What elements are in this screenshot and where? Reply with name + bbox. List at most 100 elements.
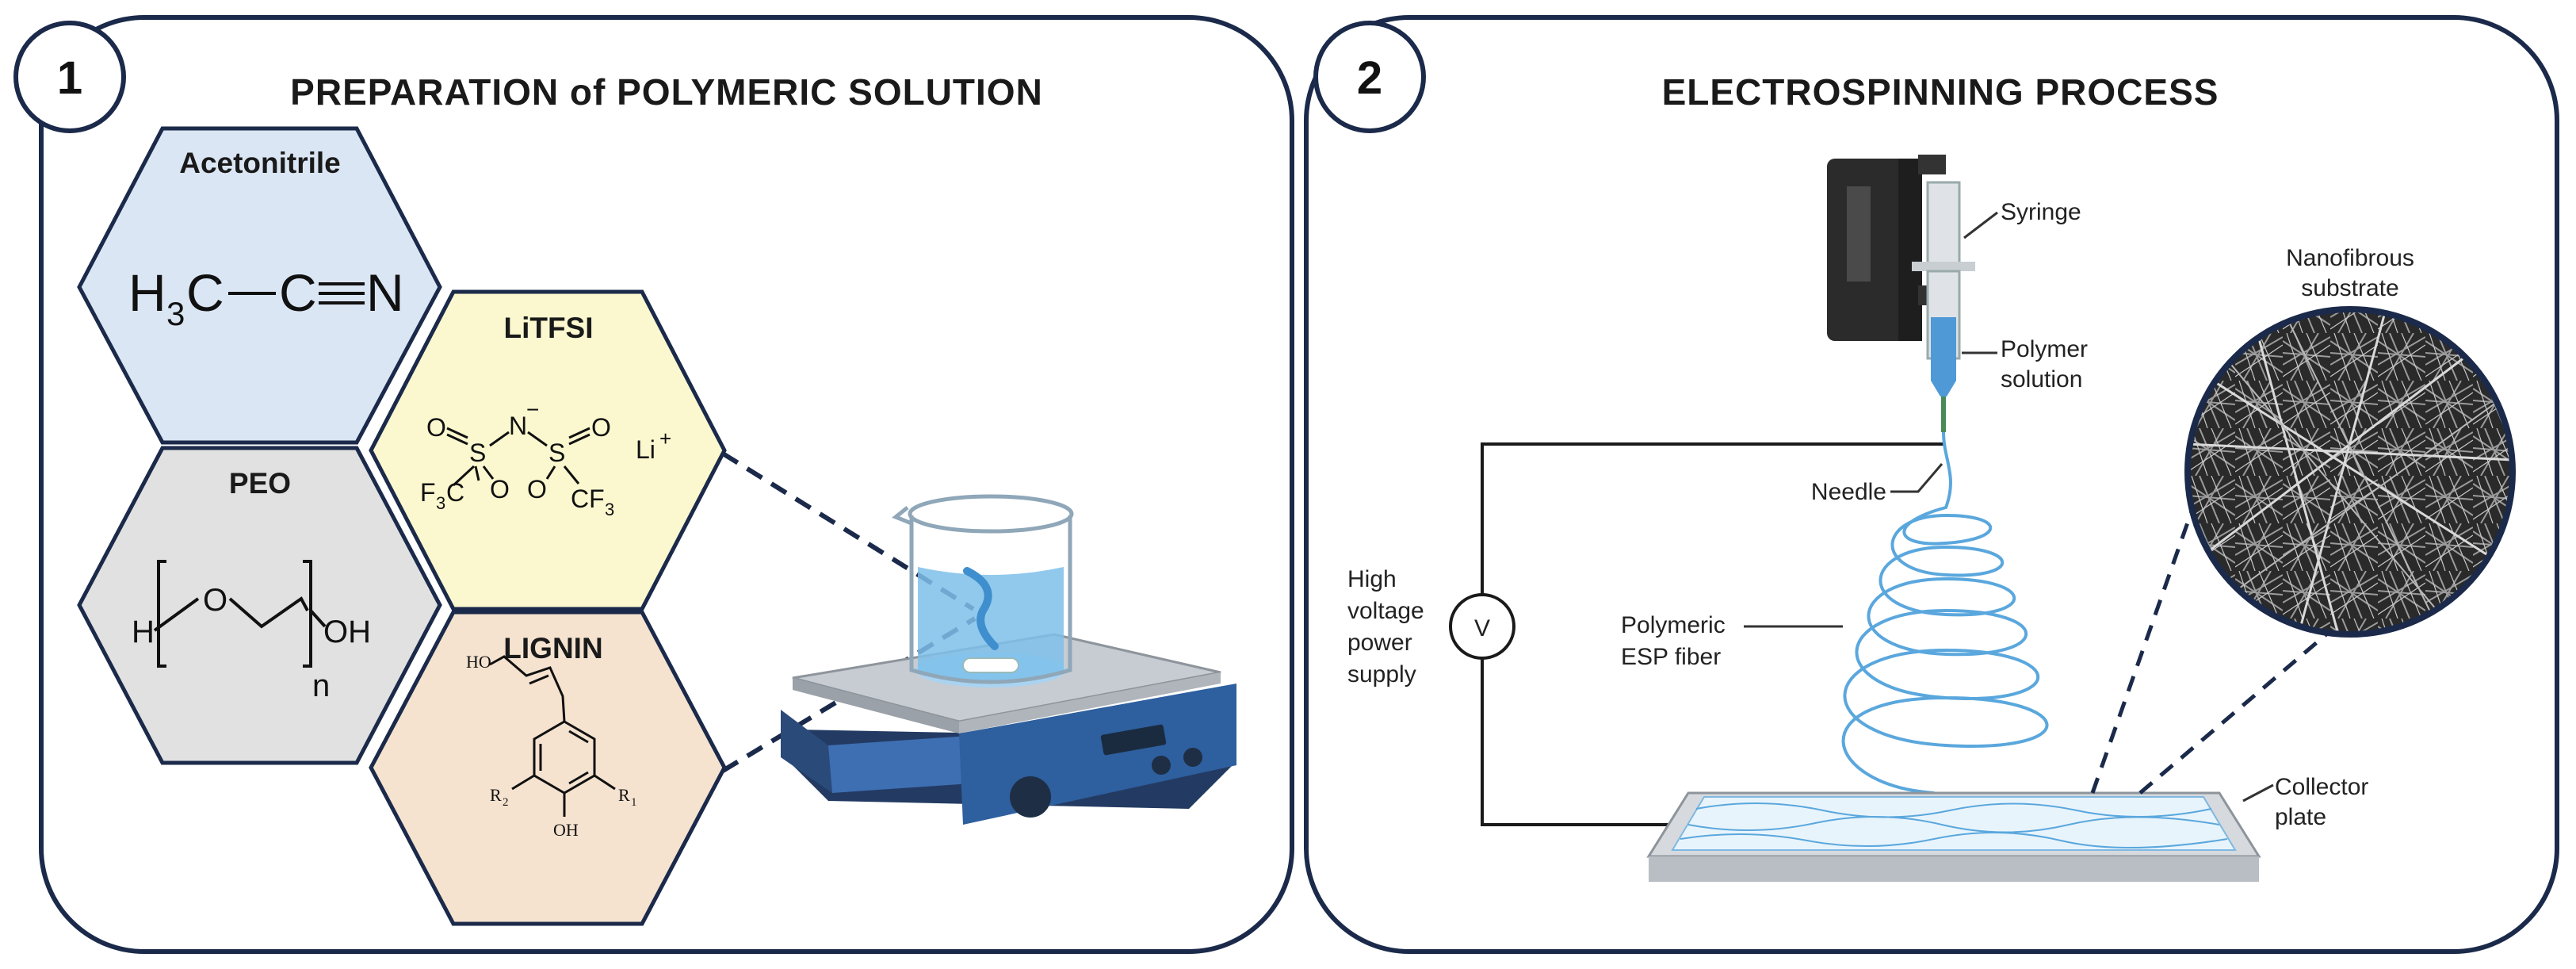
lignin-r1-sub: 1 <box>631 796 637 809</box>
hex-acetonitrile-label: Acetonitrile <box>179 147 341 179</box>
panel-1-number: 1 <box>57 52 82 104</box>
litfsi-bond-o1b <box>446 427 468 439</box>
lignin-r2: R <box>490 785 502 805</box>
voltage-source <box>1449 593 1515 660</box>
hex-litfsi-shape <box>369 289 727 611</box>
panel-1-number-badge <box>13 21 126 133</box>
litfsi-f1: F <box>420 478 436 507</box>
power-supply-label-line-4: supply <box>1347 661 1416 687</box>
power-supply-label-line-3: power <box>1347 630 1412 656</box>
hex-peo-label: PEO <box>229 467 291 500</box>
syringe-illustration <box>1912 181 1975 432</box>
litfsi-o3: O <box>490 475 510 504</box>
litfsi-o4: O <box>527 475 547 504</box>
peo-left-bracket <box>157 560 166 668</box>
panel-preparation: 1 PREPARATION of POLYMERIC SOLUTION Acet… <box>13 15 1294 954</box>
hex-acetonitrile: Acetonitrile H 3 C C N <box>77 126 442 445</box>
litfsi-bond-o2 <box>568 433 590 446</box>
litfsi-bond-o1 <box>446 433 468 446</box>
acetonitrile-formula-c: C <box>186 263 224 322</box>
litfsi-bond-ns <box>527 431 548 447</box>
lignin-r2-bond <box>511 774 535 791</box>
litfsi-s2: S <box>548 439 565 467</box>
sem-fibers <box>2188 309 2513 634</box>
peo-n: n <box>312 668 330 703</box>
collector-label-line-1: Collector <box>2275 774 2368 800</box>
stirrer-plate-edge-right <box>959 672 1221 733</box>
litfsi-bond-o2b <box>568 427 590 439</box>
peo-oh: OH <box>323 615 371 649</box>
sem-texture <box>2188 309 2513 634</box>
hex-peo-shape <box>77 446 442 765</box>
panel-1-title: PREPARATION of POLYMERIC SOLUTION <box>290 71 1043 113</box>
litfsi-f1-sub: 3 <box>436 493 445 513</box>
acetonitrile-formula-h: H <box>128 263 166 322</box>
peo-o: O <box>203 583 227 618</box>
collector-plate-front <box>1649 856 2259 882</box>
beaker-vortex <box>963 567 999 650</box>
acetonitrile-triple-bond <box>319 282 365 304</box>
acetonitrile-formula-c2: C <box>279 263 317 322</box>
sem-frame <box>2184 306 2516 638</box>
litfsi-bond-cf1 <box>452 465 476 487</box>
hex-lignin: LIGNIN HO OH R 2 R 1 <box>369 610 727 926</box>
panel-2-title: ELECTROSPINNING PROCESS <box>1662 71 2219 113</box>
litfsi-bond-sn <box>489 431 510 447</box>
hex-litfsi-label: LiTFSI <box>503 312 593 344</box>
syringe-plunger <box>1926 181 1961 271</box>
lignin-ho: HO <box>466 652 491 672</box>
litfsi-li-plus: + <box>659 427 671 450</box>
polymer-solution-label-line-1: Polymer <box>2001 336 2088 362</box>
litfsi-cf-sub: 3 <box>605 500 614 519</box>
litfsi-bond-o3 <box>474 465 480 481</box>
litfsi-n: N <box>509 412 527 440</box>
hex-peo: PEO H O OH n <box>77 446 442 765</box>
lignin-side-chain <box>489 655 566 722</box>
litfsi-li: Li <box>636 435 655 464</box>
litfsi-minus: − <box>526 397 539 422</box>
acetonitrile-formula-sub3: 3 <box>166 295 185 332</box>
voltage-symbol: V <box>1474 615 1490 642</box>
polymer-solution-label-line-2: solution <box>2001 366 2082 393</box>
stirrer-plate-edge <box>793 678 959 733</box>
litfsi-bond-o3b <box>482 465 495 480</box>
stirrer-body <box>781 710 832 793</box>
beaker-glass <box>909 515 1072 684</box>
peo-end-bond <box>309 609 327 628</box>
beaker-spout <box>892 506 912 526</box>
pump-side <box>1898 159 1922 341</box>
collector-mat <box>1671 796 2237 851</box>
beaker-illustration <box>892 494 1074 687</box>
esp-fiber-spiral <box>1841 431 2049 795</box>
lignin-r1-bond <box>594 774 616 791</box>
lignin-r1: R <box>618 785 630 805</box>
collector-plate <box>1646 791 2261 882</box>
peo-right-bracket <box>303 560 312 668</box>
litfsi-o2: O <box>591 413 611 442</box>
fiber-label-line-1: Polymeric <box>1621 612 1726 638</box>
panel-electrospinning: 2 ELECTROSPINNING PROCESS Syringe Polyme… <box>1304 15 2559 954</box>
syringe-label: Syringe <box>2001 199 2081 225</box>
needle-leader-line <box>1890 463 1943 493</box>
syringe-tip <box>1931 381 1956 396</box>
power-supply-label-line-1: High <box>1347 566 1397 592</box>
syringe-solution <box>1931 317 1956 381</box>
substrate-label-line-1: Nanofibrous <box>2286 245 2414 271</box>
needle-label: Needle <box>1811 479 1886 505</box>
power-supply-label-line-2: voltage <box>1347 598 1424 624</box>
hex-acetonitrile-shape <box>77 126 442 445</box>
beaker-rim <box>908 494 1074 534</box>
collector-leader-line <box>2242 783 2274 802</box>
pump-clamp-top <box>1918 155 1946 174</box>
panel-2-border <box>1304 15 2559 954</box>
collector-mat-fibers <box>1680 802 2228 849</box>
peo-chain <box>153 596 309 632</box>
fiber-label-line-2: ESP fiber <box>1621 644 1721 670</box>
lignin-ring-inner <box>539 730 589 785</box>
stirrer-knob-2 <box>1152 756 1171 775</box>
litfsi-cf: CF <box>571 484 605 513</box>
panel-2-number-badge <box>1313 21 1426 133</box>
sem-connector-right <box>2138 633 2328 795</box>
pump-screen <box>1847 186 1871 282</box>
